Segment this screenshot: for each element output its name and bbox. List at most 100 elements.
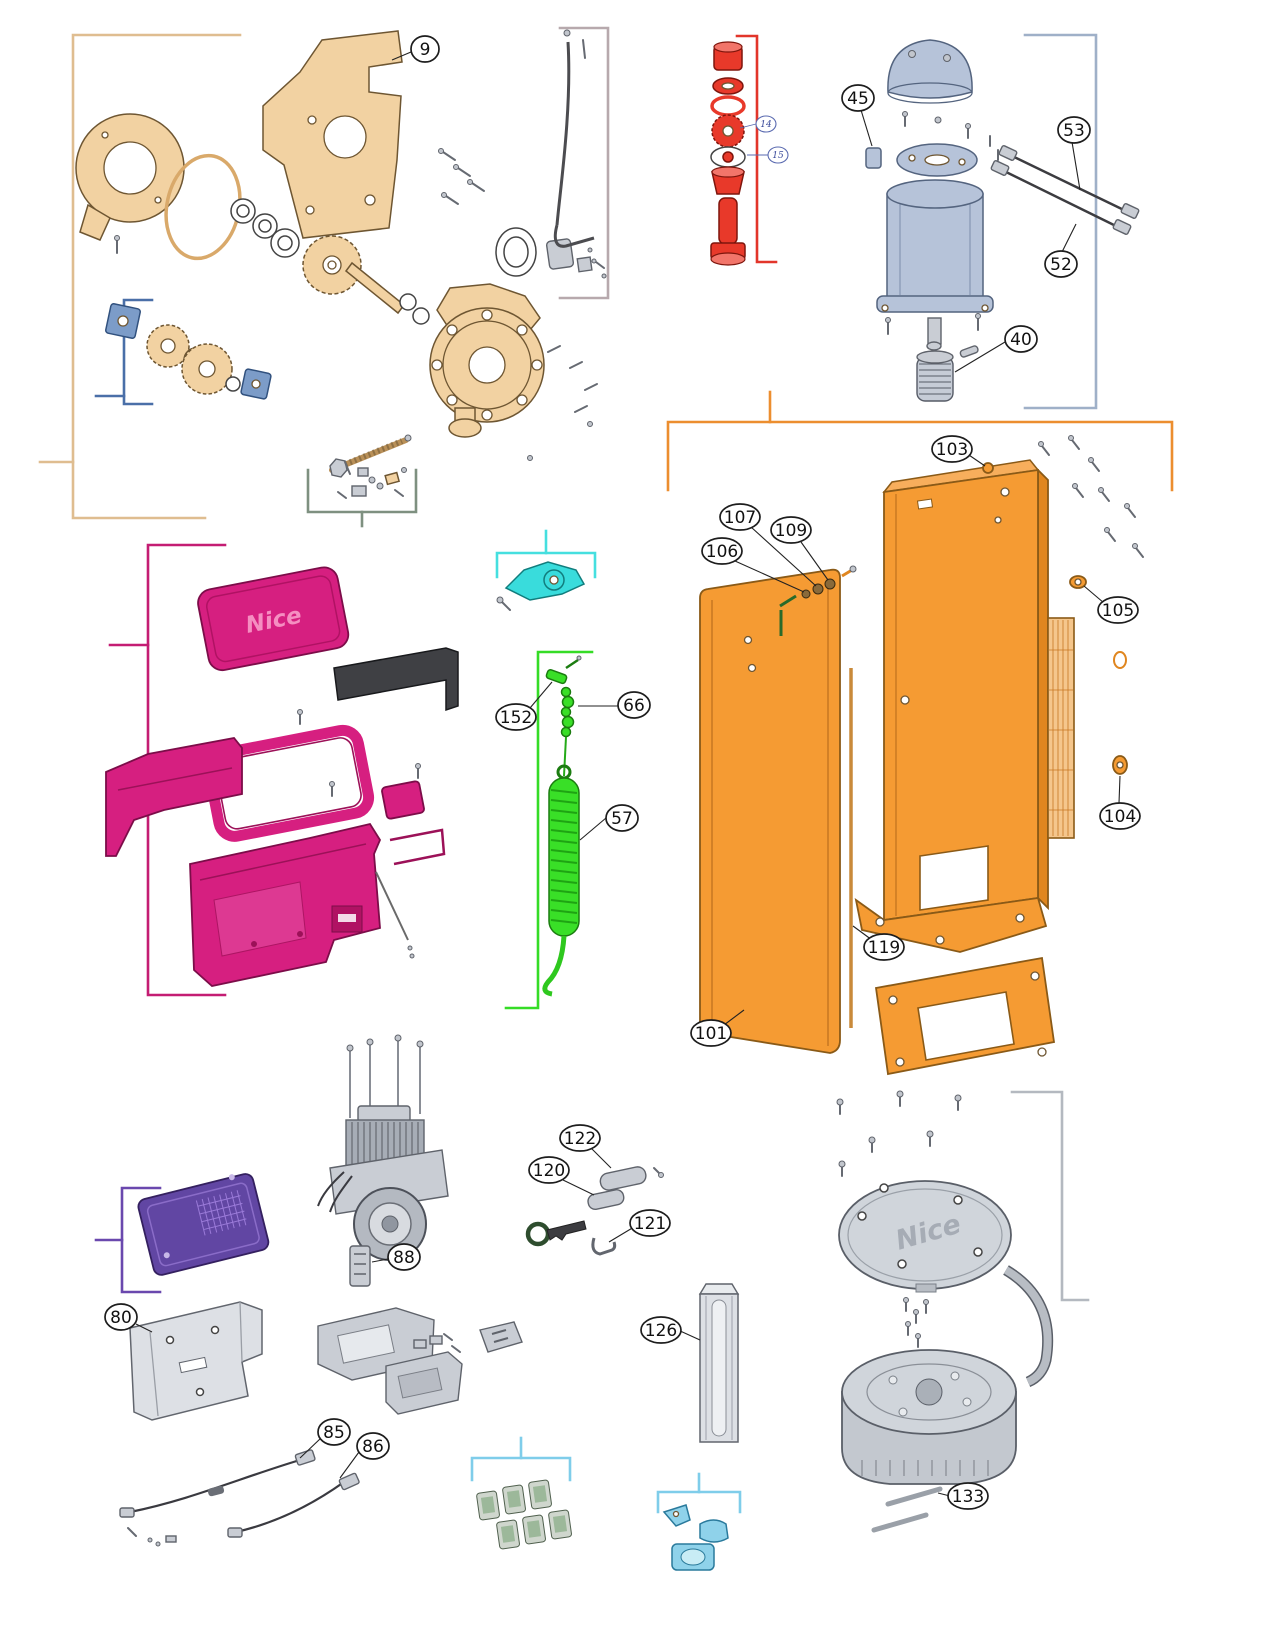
svg-text:80: 80 bbox=[110, 1308, 132, 1328]
control-board bbox=[137, 1173, 270, 1276]
callout-40: 40 bbox=[1004, 325, 1038, 353]
mount-bracket bbox=[349, 1245, 371, 1287]
svg-text:15: 15 bbox=[772, 151, 784, 161]
profile-group bbox=[698, 1283, 740, 1443]
circlip bbox=[710, 95, 746, 117]
long-pin bbox=[375, 871, 409, 941]
pin-2 bbox=[871, 1512, 929, 1533]
bracket-cabinet bbox=[666, 420, 1174, 492]
bracket-spring bbox=[504, 650, 594, 1010]
rubber-seal bbox=[333, 647, 459, 712]
front-skirt bbox=[105, 737, 243, 857]
svg-text:104: 104 bbox=[1104, 807, 1136, 827]
svg-text:52: 52 bbox=[1050, 255, 1072, 275]
mid-screws bbox=[903, 1297, 929, 1348]
motor-body bbox=[876, 179, 994, 351]
main-housing bbox=[429, 283, 545, 438]
callout-88: 88 bbox=[387, 1243, 421, 1271]
motor-group bbox=[865, 39, 1140, 402]
svg-text:9: 9 bbox=[420, 40, 431, 60]
base-gasket bbox=[874, 956, 1056, 1076]
fitting bbox=[545, 669, 568, 685]
callout-80: 80 bbox=[104, 1303, 138, 1331]
shock-absorber-group bbox=[710, 41, 746, 266]
svg-text:126: 126 bbox=[645, 1321, 677, 1341]
drive-group bbox=[119, 1034, 523, 1547]
release-rod bbox=[555, 41, 571, 226]
screws bbox=[438, 148, 598, 461]
vent-filter bbox=[1047, 617, 1075, 839]
callout-45: 45 bbox=[841, 84, 875, 112]
small-connector bbox=[479, 1321, 523, 1353]
module-boards bbox=[476, 1479, 572, 1550]
worm-shaft bbox=[329, 434, 412, 478]
shaft bbox=[344, 261, 406, 315]
spring-hook bbox=[542, 935, 567, 997]
svg-text:88: 88 bbox=[393, 1248, 415, 1268]
svg-text:85: 85 bbox=[323, 1423, 345, 1443]
callout-14: 14 bbox=[755, 115, 777, 133]
callout-122: 122 bbox=[559, 1124, 601, 1152]
bracket-shock bbox=[735, 34, 778, 264]
callout-133: 133 bbox=[947, 1482, 989, 1510]
callout-15: 15 bbox=[767, 146, 789, 164]
svg-text:40: 40 bbox=[1010, 330, 1032, 350]
spring-group bbox=[542, 655, 582, 997]
base-plate bbox=[129, 1301, 263, 1421]
svg-text:45: 45 bbox=[847, 89, 869, 109]
callout-109: 109 bbox=[770, 516, 812, 544]
back-plate-hole bbox=[323, 115, 367, 159]
svg-text:105: 105 bbox=[1102, 601, 1134, 621]
svg-text:152: 152 bbox=[500, 708, 532, 728]
lock-barrel bbox=[587, 1189, 625, 1210]
housing-group: Nice bbox=[105, 566, 459, 987]
svg-text:133: 133 bbox=[952, 1487, 984, 1507]
pin-1 bbox=[885, 1486, 943, 1507]
callout-57: 57 bbox=[605, 804, 639, 832]
callout-104: 104 bbox=[1099, 802, 1141, 830]
callout-126: 126 bbox=[640, 1316, 682, 1344]
callout-85: 85 bbox=[317, 1418, 351, 1446]
svg-text:66: 66 bbox=[623, 696, 645, 716]
callout-119: 119 bbox=[863, 933, 905, 961]
transformer bbox=[317, 1034, 449, 1215]
clutch-parts bbox=[495, 227, 607, 279]
bracket-gear-cluster bbox=[122, 298, 154, 406]
svg-text:109: 109 bbox=[775, 521, 807, 541]
strap bbox=[1003, 1266, 1052, 1386]
pulley-wheel bbox=[353, 1187, 427, 1261]
piston bbox=[718, 197, 738, 245]
lock-part bbox=[982, 462, 994, 474]
svg-text:121: 121 bbox=[634, 1214, 666, 1234]
svg-text:86: 86 bbox=[362, 1437, 384, 1457]
base-screws bbox=[836, 1090, 962, 1177]
base-drum bbox=[841, 1349, 1017, 1485]
capacitor bbox=[865, 147, 882, 169]
base-tray bbox=[189, 822, 382, 987]
svg-text:107: 107 bbox=[724, 508, 756, 528]
cabinet-body bbox=[854, 459, 1049, 953]
callout-53: 53 bbox=[1057, 116, 1091, 144]
lock-cylinder bbox=[599, 1166, 647, 1191]
switch-parts bbox=[662, 1504, 729, 1571]
bracket-motor bbox=[1023, 33, 1098, 410]
shell-housings bbox=[317, 1307, 463, 1415]
callouts: 9 14 15 45 53 52 40 103 107 109 106 105 … bbox=[104, 35, 1141, 1510]
wire-clip bbox=[389, 828, 446, 866]
callout-107: 107 bbox=[719, 503, 761, 531]
rod-handle bbox=[553, 224, 595, 248]
small-hardware-cluster bbox=[337, 461, 407, 499]
bracket-modules bbox=[470, 1456, 572, 1482]
switch-cap bbox=[699, 1519, 729, 1543]
gearbox-group bbox=[75, 30, 607, 499]
callout-66: 66 bbox=[617, 691, 651, 719]
retaining-clip bbox=[591, 1237, 617, 1256]
callout-86: 86 bbox=[356, 1432, 390, 1460]
callout-9: 9 bbox=[410, 35, 440, 63]
motor-dome bbox=[887, 39, 973, 99]
leader-lines bbox=[135, 51, 1121, 1497]
bracket-gearbox bbox=[71, 33, 242, 520]
motor-shaft bbox=[927, 317, 942, 345]
